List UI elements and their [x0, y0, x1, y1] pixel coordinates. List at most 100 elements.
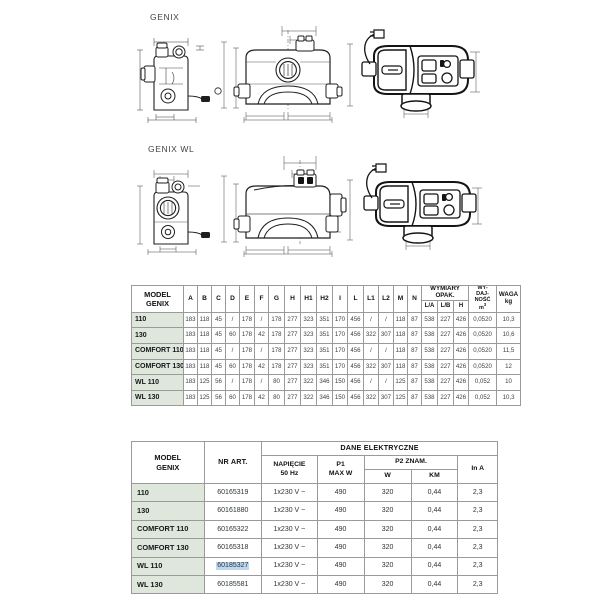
dim-cell-weight: 10	[496, 374, 522, 391]
dim-cell-l: 456	[347, 311, 364, 329]
dim-cell-f: 42	[254, 327, 269, 345]
genix-top-3d-view	[348, 24, 488, 124]
dim-header-pack-la: L/A	[421, 299, 438, 313]
el-header-model-line1: MODEL	[154, 452, 182, 462]
dim-cell-g: 178	[268, 327, 285, 345]
dim-cell-h2: 351	[316, 311, 333, 329]
dim-cell-pack-lb: 227	[437, 327, 454, 345]
dim-cell-a: 183	[183, 327, 198, 345]
el-header-p2-w: W	[363, 469, 412, 484]
el-header-article-number: NR ART.	[203, 441, 263, 484]
dim-cell-capacity: 0,0520	[468, 358, 498, 376]
el-cell-current: 2,3	[457, 519, 498, 540]
dim-cell-h2: 351	[316, 343, 333, 360]
el-cell-p2-w: 320	[363, 501, 412, 521]
dim-cell-weight: 10,3	[496, 311, 522, 329]
el-cell-article-number[interactable]: 60165319	[203, 482, 263, 503]
dim-cell-m: 118	[393, 311, 408, 329]
el-cell-voltage: 1x230 V ~	[261, 556, 318, 576]
dim-cell-h: 277	[284, 311, 301, 329]
dim-cell-g: 178	[268, 358, 285, 376]
dim-cell-model: WL 130	[131, 389, 184, 407]
dim-cell-pack-la: 538	[421, 389, 438, 407]
el-cell-model: WL 110	[131, 556, 205, 576]
dim-cell-n: 87	[407, 358, 422, 376]
dim-cell-h: 277	[284, 374, 301, 391]
dim-cell-l: 456	[347, 374, 364, 391]
dim-cell-pack-h: 426	[452, 374, 470, 391]
el-cell-article-number[interactable]: 60165318	[203, 538, 263, 558]
dim-cell-a: 183	[183, 374, 198, 391]
dim-cell-h2: 346	[316, 389, 333, 407]
dim-cell-i: 170	[332, 358, 348, 376]
article-number-highlight[interactable]: 60185327	[216, 562, 250, 571]
dim-cell-model: 110	[131, 311, 184, 329]
dim-header-col-g: G	[268, 285, 285, 313]
el-cell-current: 2,3	[457, 574, 498, 595]
dim-cell-l2: /	[378, 374, 394, 391]
el-cell-article-number[interactable]: 60161880	[203, 501, 263, 521]
dim-cell-n: 87	[407, 389, 422, 407]
dim-cell-m: 118	[393, 327, 408, 345]
dim-cell-d: /	[225, 343, 240, 360]
dim-header-col-h1: H1	[300, 285, 317, 313]
dim-header-capacity: WY- DAJ- NOŚĆ m3	[468, 285, 498, 313]
dim-cell-b: 125	[197, 389, 212, 407]
el-cell-voltage: 1x230 V ~	[261, 482, 318, 503]
el-cell-voltage: 1x230 V ~	[261, 501, 318, 521]
el-cell-p2-w: 320	[363, 482, 412, 503]
dim-header-col-f: F	[254, 285, 269, 313]
dim-cell-d: /	[225, 311, 240, 329]
el-cell-article-number[interactable]: 60185581	[203, 574, 263, 595]
el-header-electrical-group: DANE ELEKTRYCZNE	[261, 441, 498, 456]
dim-header-weight-line1: WAGA	[498, 291, 519, 299]
dim-cell-h: 277	[284, 389, 301, 407]
dim-cell-model: COMFORT 110	[131, 343, 184, 360]
dim-header-packaging-line2: OPAK.	[435, 291, 455, 299]
dim-cell-model: 130	[131, 327, 184, 345]
el-header-current: In A	[457, 455, 498, 484]
dim-header-capacity-unit: m3	[478, 302, 487, 312]
el-cell-model: WL 130	[131, 574, 205, 595]
electrical-table: MODEL GENIX NR ART. DANE ELEKTRYCZNE NAP…	[131, 441, 498, 595]
dim-cell-m: 118	[393, 358, 408, 376]
el-header-model-line2: GENIX	[156, 462, 180, 472]
dim-header-col-b: B	[197, 285, 212, 313]
dim-cell-pack-h: 426	[452, 343, 470, 360]
el-cell-current: 2,3	[457, 482, 498, 503]
el-header-row-3: W KM	[132, 469, 498, 484]
dim-header-weight-line2: kg	[504, 297, 513, 305]
dim-cell-d: /	[225, 374, 240, 391]
dim-header-col-h: H	[284, 285, 301, 313]
el-cell-article-number[interactable]: 60165322	[203, 519, 263, 540]
dim-cell-l1: /	[363, 311, 379, 329]
genix-side-view	[126, 26, 218, 124]
el-cell-article-number[interactable]: 60185327	[203, 556, 263, 576]
dim-header-capacity-exponent: 3	[483, 302, 487, 308]
el-header-voltage-line2: 50 Hz	[280, 469, 299, 477]
dim-header-pack-lb: L/B	[437, 299, 454, 313]
el-cell-p2-km: 0,44	[410, 538, 459, 558]
dim-cell-capacity: 0,052	[468, 374, 498, 391]
el-cell-p1: 490	[316, 574, 365, 595]
dim-cell-n: 87	[407, 374, 422, 391]
dim-cell-a: 183	[183, 343, 198, 360]
dim-cell-h1: 323	[300, 327, 317, 345]
dim-cell-b: 125	[197, 374, 212, 391]
dim-header-col-i: I	[332, 285, 348, 313]
dim-cell-l2: 307	[378, 358, 394, 376]
dim-cell-c: 45	[211, 327, 226, 345]
dim-cell-e: 178	[239, 343, 255, 360]
dim-cell-b: 118	[197, 311, 212, 329]
dim-cell-e: 178	[239, 389, 255, 407]
el-cell-p1: 490	[316, 501, 365, 521]
dim-cell-l2: 307	[378, 389, 394, 407]
dim-header-packaging-group: WYMIARY OPAK.	[420, 285, 470, 301]
